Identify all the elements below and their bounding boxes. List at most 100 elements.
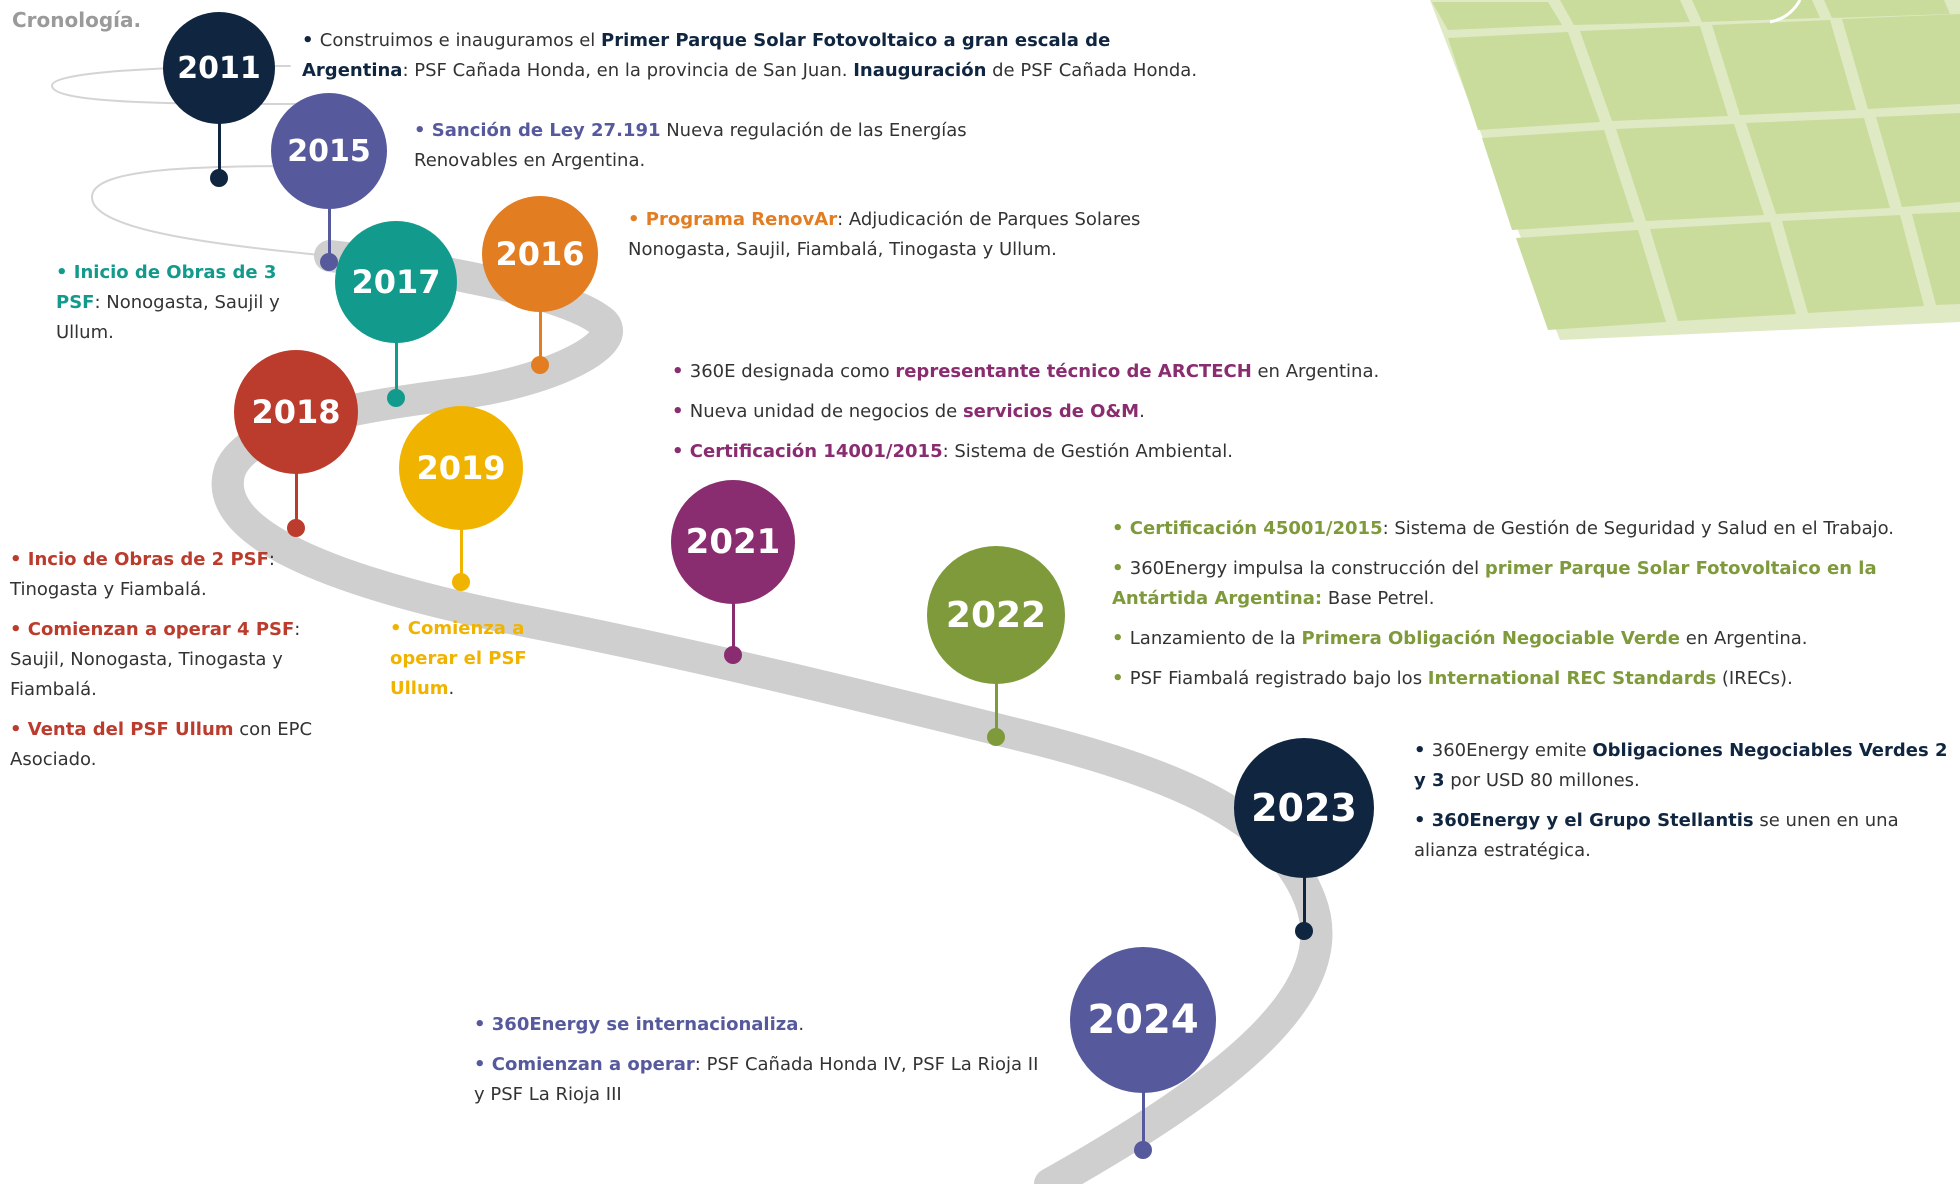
body-text: : PSF Cañada Honda, en la provincia de S…	[402, 60, 854, 81]
solar-panel-graphic	[1420, 0, 1960, 350]
milestone-2017-text: • Inicio de Obras de 3 PSF: Nonogasta, S…	[56, 258, 296, 358]
highlight-text: 360Energy y el Grupo Stellantis	[1431, 810, 1754, 831]
page-title: Cronología.	[12, 8, 142, 32]
bullet-icon: •	[474, 1014, 492, 1035]
bullet-item: • Inicio de Obras de 3 PSF: Nonogasta, S…	[56, 258, 296, 348]
highlight-text: Programa RenovAr	[645, 209, 838, 230]
bullet-item: • Construimos e inauguramos el Primer Pa…	[302, 26, 1222, 86]
year-badge-2022: 2022	[927, 546, 1065, 684]
bullet-item: • Nueva unidad de negocios de servicios …	[672, 397, 1432, 427]
year-badge-2017: 2017	[335, 221, 457, 343]
body-text: 360E designada como	[689, 361, 896, 382]
highlight-text: Comienza a operar el PSF Ullum	[390, 618, 527, 699]
body-text: de PSF Cañada Honda.	[986, 60, 1198, 81]
bullet-item: • 360Energy emite Obligaciones Negociabl…	[1414, 736, 1959, 796]
year-badge-2018: 2018	[234, 350, 358, 474]
bullet-item: • Certificación 45001/2015: Sistema de G…	[1112, 514, 1960, 544]
milestone-2018-text: • Incio de Obras de 2 PSF: Tinogasta y F…	[10, 545, 330, 785]
body-text: Nueva unidad de negocios de	[689, 401, 963, 422]
body-text: 360Energy impulsa la construcción del	[1129, 558, 1485, 579]
bullet-icon: •	[10, 549, 28, 570]
bullet-icon: •	[10, 719, 28, 740]
highlight-text: Primer Parque Solar Fotovoltaico a gran …	[302, 30, 1111, 81]
bullet-item: • 360Energy y el Grupo Stellantis se une…	[1414, 806, 1959, 866]
body-text: : Tinogasta y Fiambalá.	[10, 549, 275, 600]
pin-dot-2019	[452, 573, 470, 591]
highlight-text: Certificación 45001/2015	[1129, 518, 1383, 539]
pin-dot-2021	[724, 646, 742, 664]
year-badge-2015: 2015	[271, 93, 387, 209]
bullet-item: • Venta del PSF Ullum con EPC Asociado.	[10, 715, 330, 775]
highlight-text: Incio de Obras de 2 PSF	[27, 549, 269, 570]
milestone-2021-text: • 360E designada como representante técn…	[672, 357, 1432, 477]
highlight-text: representante técnico de ARCTECH	[895, 361, 1252, 382]
year-badge-2011: 2011	[163, 12, 275, 124]
highlight-text: servicios de O&M	[962, 401, 1140, 422]
body-text: .	[448, 678, 455, 699]
highlight-text: Inauguración	[853, 60, 987, 81]
bullet-icon: •	[1112, 518, 1130, 539]
bullet-icon: •	[1414, 810, 1432, 831]
body-text: en Argentina.	[1680, 628, 1808, 649]
bullet-item: • Programa RenovAr: Adjudicación de Parq…	[628, 205, 1148, 265]
body-text: .	[1139, 401, 1145, 422]
bullet-item: • 360Energy impulsa la construcción del …	[1112, 554, 1960, 614]
pin-dot-2022	[987, 728, 1005, 746]
pin-dot-2016	[531, 356, 549, 374]
milestone-2019-text: • Comienza a operar el PSF Ullum.	[390, 614, 530, 714]
body-text: PSF Fiambalá registrado bajo los	[1129, 668, 1428, 689]
bullet-icon: •	[1112, 628, 1130, 649]
highlight-text: Inicio de Obras de 3 PSF	[56, 262, 277, 313]
year-badge-2023: 2023	[1234, 738, 1374, 878]
bullet-item: • Incio de Obras de 2 PSF: Tinogasta y F…	[10, 545, 330, 605]
bullet-item: • PSF Fiambalá registrado bajo los Inter…	[1112, 664, 1960, 694]
body-text: : Nonogasta, Saujil y Ullum.	[56, 292, 280, 343]
highlight-text: Certificación 14001/2015	[689, 441, 943, 462]
body-text: : Sistema de Gestión Ambiental.	[942, 441, 1233, 462]
bullet-icon: •	[672, 441, 690, 462]
milestone-2016-text: • Programa RenovAr: Adjudicación de Parq…	[628, 205, 1148, 275]
body-text: Lanzamiento de la	[1129, 628, 1302, 649]
body-text: : Sistema de Gestión de Seguridad y Salu…	[1382, 518, 1895, 539]
bullet-item: • Certificación 14001/2015: Sistema de G…	[672, 437, 1432, 467]
milestone-2015-text: • Sanción de Ley 27.191 Nueva regulación…	[414, 116, 1014, 186]
year-badge-2024: 2024	[1070, 947, 1216, 1093]
pin-dot-2011	[210, 169, 228, 187]
body-text: Base Petrel.	[1322, 588, 1435, 609]
highlight-text: Obligaciones Negociables Verdes 2 y 3	[1414, 740, 1948, 791]
body-text: por USD 80 millones.	[1444, 770, 1640, 791]
highlight-text: Comienzan a operar	[491, 1054, 695, 1075]
bullet-icon: •	[1112, 558, 1130, 579]
bullet-item: • Comienzan a operar: PSF Cañada Honda I…	[474, 1050, 1054, 1110]
pin-dot-2024	[1134, 1141, 1152, 1159]
bullet-icon: •	[672, 401, 690, 422]
pin-dot-2023	[1295, 922, 1313, 940]
year-badge-2019: 2019	[399, 406, 523, 530]
highlight-text: Comienzan a operar 4 PSF	[27, 619, 295, 640]
bullet-item: • Lanzamiento de la Primera Obligación N…	[1112, 624, 1960, 654]
year-badge-2021: 2021	[671, 480, 795, 604]
body-text: con EPC Asociado.	[10, 719, 313, 770]
highlight-text: Primera Obligación Negociable Verde	[1301, 628, 1681, 649]
pin-dot-2018	[287, 519, 305, 537]
bullet-icon: •	[390, 618, 408, 639]
highlight-text: primer Parque Solar Fotovoltaico en la A…	[1112, 558, 1877, 609]
body-text: Nueva regulación de las Energías Renovab…	[414, 120, 967, 171]
bullet-icon: •	[10, 619, 28, 640]
bullet-item: • 360Energy se internacionaliza.	[474, 1010, 1054, 1040]
bullet-item: • 360E designada como representante técn…	[672, 357, 1432, 387]
highlight-text: Venta del PSF Ullum	[27, 719, 234, 740]
bullet-icon: •	[1112, 668, 1130, 689]
bullet-icon: •	[414, 120, 432, 141]
body-text: en Argentina.	[1251, 361, 1380, 382]
body-text: Construimos e inauguramos el	[319, 30, 602, 51]
bullet-icon: •	[56, 262, 74, 283]
body-text: se unen en una alianza estratégica.	[1414, 810, 1899, 861]
bullet-item: • Comienza a operar el PSF Ullum.	[390, 614, 530, 704]
body-text: (IRECs).	[1716, 668, 1793, 689]
bullet-icon: •	[474, 1054, 492, 1075]
bullet-icon: •	[672, 361, 690, 382]
highlight-text: Sanción de Ley 27.191	[431, 120, 661, 141]
body-text: 360Energy emite	[1431, 740, 1593, 761]
pin-dot-2017	[387, 389, 405, 407]
